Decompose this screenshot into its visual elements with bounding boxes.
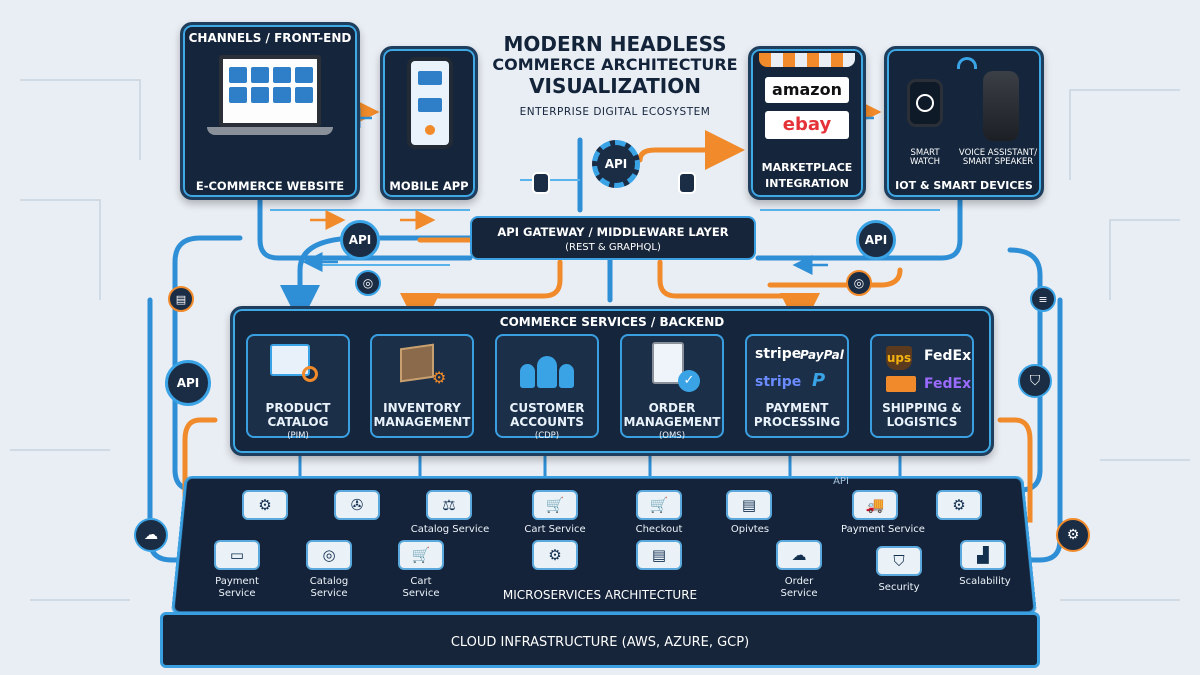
title-line3: VISUALIZATION <box>529 73 701 98</box>
cloud-icon: ☁ <box>134 518 168 552</box>
ups-logo: ups <box>886 346 912 370</box>
order-management-label: ORDER MANAGEMENT <box>623 401 721 429</box>
ms-order-chip: ▤ <box>636 540 682 570</box>
product-catalog-sub: (PIM) <box>287 431 309 441</box>
ms-payment-service-label: Payment Service <box>215 576 259 599</box>
truck-icon <box>886 376 916 392</box>
ebay-logo: ebay <box>765 111 849 139</box>
backend-panel: COMMERCE SERVICES / BACKEND <box>230 306 994 456</box>
magnifier-icon <box>302 366 318 382</box>
document-icon: ▤ <box>168 286 194 312</box>
ms-payment-chip: ▭ <box>214 540 260 570</box>
title-subtitle: ENTERPRISE DIGITAL ECOSYSTEM <box>519 105 711 118</box>
iot-panel: SMART WATCH VOICE ASSISTANT/ SMART SPEAK… <box>884 46 1044 200</box>
fedex-logo: FedEx <box>924 348 972 364</box>
ms-cart-chip-top: 🛒 <box>532 490 578 520</box>
storefront-awning-icon <box>759 53 855 67</box>
stripe-logo-2: stripe <box>755 374 802 390</box>
iot-label: IOT & SMART DEVICES <box>895 179 1033 192</box>
api-badge-left: API <box>340 220 380 260</box>
ms-security-label: Security <box>878 582 920 593</box>
shipping-logistics-label: SHIPPING & LOGISTICS <box>882 401 962 429</box>
payment-processing-service <box>745 334 849 438</box>
order-management-sub: (OMS) <box>658 431 686 441</box>
gear-side-icon: ⚙ <box>1056 518 1090 552</box>
globe-icon: ◎ <box>355 270 381 296</box>
product-catalog-label: PRODUCT CATALOG <box>265 401 331 429</box>
customers-icon <box>520 348 575 388</box>
ms-payment-chip-top: 🚚 <box>852 490 898 520</box>
orange-globe-icon: ◎ <box>846 270 872 296</box>
mobile-app-panel: MOBILE APP <box>380 46 478 200</box>
smart-speaker-icon <box>983 71 1019 141</box>
diagram-title: MODERN HEADLESS COMMERCE ARCHITECTURE VI… <box>480 34 750 118</box>
stripe-logo: stripe <box>755 346 802 362</box>
inventory-box-icon <box>400 343 434 383</box>
ms-opivtes-chip: ▤ <box>726 490 772 520</box>
ms-opivtes-label: Opivtes <box>730 524 770 535</box>
api-gateway-label: API GATEWAY / MIDDLEWARE LAYER <box>497 225 729 239</box>
ms-payment-service-top-label: Payment Service <box>841 524 925 535</box>
smartwatch-icon <box>907 79 943 127</box>
marketplace-label-2: INTEGRATION <box>765 177 849 190</box>
ms-order-service-label: Order Service <box>780 576 818 599</box>
title-line1: MODERN HEADLESS <box>503 32 727 56</box>
ecommerce-website-label: E-COMMERCE WEBSITE <box>195 179 345 193</box>
database-side-icon: ≡ <box>1030 286 1056 312</box>
api-gateway-bar: API GATEWAY / MIDDLEWARE LAYER (REST & G… <box>470 216 756 260</box>
paypal-logo: PayPal <box>800 348 844 362</box>
ms-catalog-service-top-label: Catalog Service <box>410 524 490 535</box>
api-gear-icon: API <box>592 140 640 188</box>
amazon-logo: amazon <box>765 77 849 103</box>
ms-catalog-chip-bottom: ◎ <box>306 540 352 570</box>
microservices-api-tag: API <box>833 476 849 487</box>
shield-icon: ⛉ <box>1018 364 1052 398</box>
customer-accounts-label: CUSTOMER ACCOUNTS <box>509 401 585 429</box>
wifi-icon <box>957 57 977 69</box>
channels-panel: CHANNELS / FRONT-END E-COMMERCE WEBSITE <box>180 22 360 200</box>
title-line2: COMMERCE ARCHITECTURE <box>492 55 738 74</box>
microservices-header: MICROSERVICES ARCHITECTURE <box>502 588 698 602</box>
inventory-gear-icon: ⚙ <box>432 368 447 387</box>
ms-scalability-chip: ▟ <box>960 540 1006 570</box>
ms-sync-chip: ✇ <box>334 490 380 520</box>
ms-catalog-service-label: Catalog Service <box>309 576 349 599</box>
ms-security-chip: ⛉ <box>876 546 922 576</box>
api-badge-far-left: API <box>165 360 211 406</box>
smartwatch-label: SMART WATCH <box>909 148 941 168</box>
ms-gear-chip-2: ⚙ <box>936 490 982 520</box>
laptop-icon <box>207 55 333 145</box>
ms-checkout-chip: 🛒 <box>636 490 682 520</box>
cloud-infrastructure-label: CLOUD INFRASTRUCTURE (AWS, AZURE, GCP) <box>450 635 750 650</box>
ms-cart-chip-bottom: 🛒 <box>398 540 444 570</box>
cloud-infrastructure-bar: CLOUD INFRASTRUCTURE (AWS, AZURE, GCP) <box>160 612 1040 668</box>
customer-accounts-sub: (CDP) <box>534 431 560 441</box>
ms-cloud-chip: ☁ <box>776 540 822 570</box>
marketplace-label-1: MARKETPLACE <box>761 161 853 174</box>
channels-header: CHANNELS / FRONT-END <box>188 31 352 45</box>
fedex-logo-2: FedEx <box>924 376 972 392</box>
ms-cart-service-label: Cart Service <box>402 576 440 599</box>
api-gateway-sublabel: (REST & GRAPHQL) <box>565 242 661 253</box>
paypal-p-icon: P <box>812 370 826 391</box>
ms-cart-service-top-label: Cart Service <box>524 524 586 535</box>
ms-checkout-label: Checkout <box>635 524 683 535</box>
ms-gear-chip-1: ⚙ <box>242 490 288 520</box>
ms-catalog-chip: ⚖ <box>426 490 472 520</box>
mobile-app-label: MOBILE APP <box>389 179 469 193</box>
database-icon-right <box>678 172 696 194</box>
marketplace-panel: amazon ebay MARKETPLACE INTEGRATION <box>748 46 866 200</box>
order-check-icon: ✓ <box>678 370 700 392</box>
backend-header: COMMERCE SERVICES / BACKEND <box>499 315 725 329</box>
smartphone-icon <box>407 57 453 149</box>
payment-processing-label: PAYMENT PROCESSING <box>753 401 841 429</box>
api-gear-text: API <box>604 157 628 171</box>
inventory-management-label: INVENTORY MANAGEMENT <box>373 401 471 429</box>
ms-gear-chip-3: ⚙ <box>532 540 578 570</box>
voice-assistant-label: VOICE ASSISTANT/ SMART SPEAKER <box>958 148 1038 168</box>
ms-scalability-label: Scalability <box>959 576 1011 587</box>
database-icon-left <box>532 172 550 194</box>
api-badge-right: API <box>856 220 896 260</box>
